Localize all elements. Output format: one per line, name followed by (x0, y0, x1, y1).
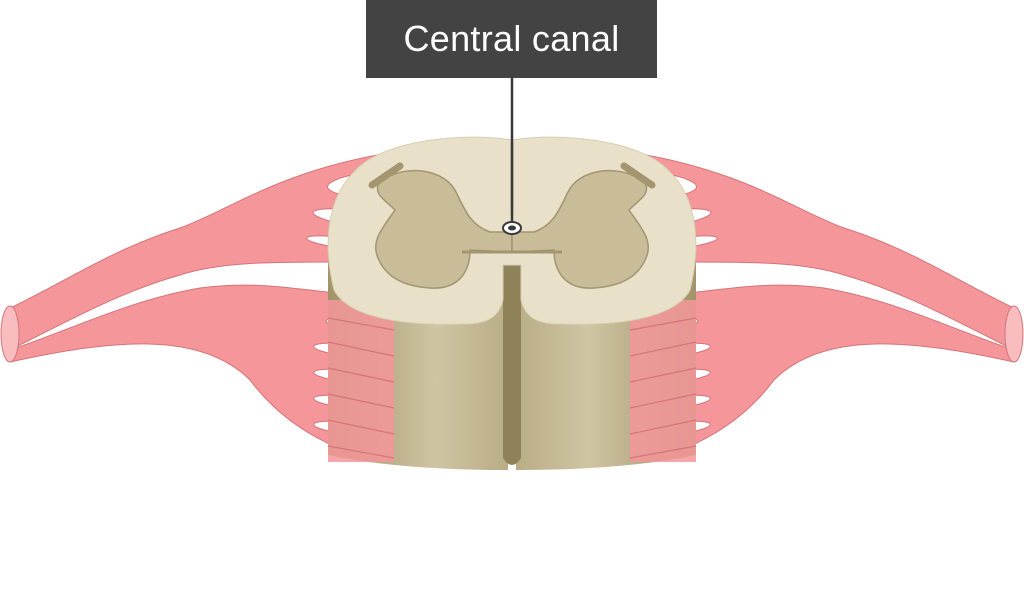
left-ventral-root (9, 284, 396, 463)
left-nerve-roots (0, 151, 396, 463)
central-canal-lumen (508, 225, 516, 231)
rootlet-strip-right (630, 300, 696, 462)
right-ventral-root (628, 284, 1015, 463)
central-canal-label: Central canal (366, 0, 657, 78)
right-dorsal-root (628, 151, 1019, 351)
gray-matter-right (511, 169, 649, 289)
right-nerve-cut-end (1004, 305, 1024, 363)
gray-matter-left (375, 169, 513, 289)
left-nerve-cut-end (0, 305, 20, 363)
dorsal-horn-tip-right (620, 162, 656, 189)
right-nerve-roots (628, 151, 1024, 463)
left-dorsal-root (5, 151, 396, 351)
anterior-fissure (503, 260, 521, 465)
central-canal-label-text: Central canal (403, 18, 620, 59)
cross-section (327, 136, 697, 325)
dorsal-horn-tip-left (368, 162, 404, 189)
rootlet-strip-left (328, 300, 394, 462)
